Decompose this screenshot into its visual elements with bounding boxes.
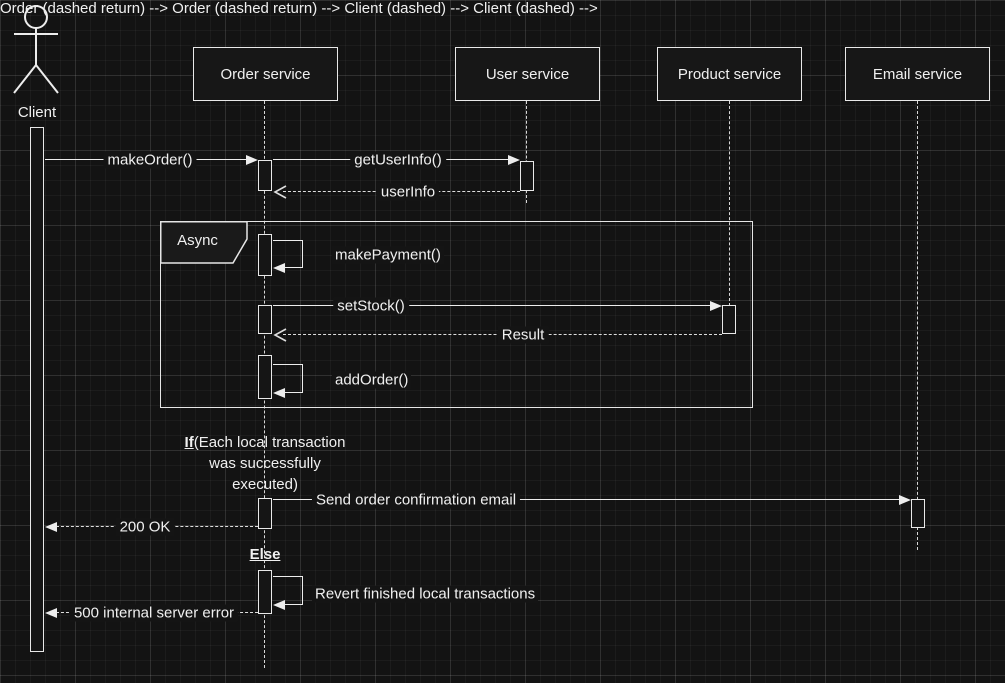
self-message-bottom-line: [284, 392, 303, 393]
message-result-label: Result: [497, 326, 549, 344]
self-message-top-line: [273, 364, 303, 365]
message-500-error-label: 500 internal server error: [69, 604, 239, 622]
message-revert-label: Revert finished local transactions: [312, 585, 539, 603]
self-message-right-line: [301, 241, 303, 268]
activation-product[interactable]: [722, 305, 736, 334]
activation-user[interactable]: [520, 161, 534, 191]
message-200-ok-label: 200 OK: [115, 518, 175, 536]
activation-order-payment[interactable]: [258, 234, 272, 276]
actor-label: Client: [17, 104, 57, 121]
async-fragment-label: Async: [177, 232, 218, 249]
if-guard-line3: executed): [232, 476, 298, 493]
filled-arrowhead-icon: [45, 521, 57, 532]
else-keyword: Else: [249, 546, 281, 563]
filled-arrowhead-icon: [508, 154, 520, 165]
if-guard-text[interactable]: If(Each local transaction was successful…: [159, 432, 371, 495]
activation-order-stock[interactable]: [258, 305, 272, 334]
activation-order-revert[interactable]: [258, 570, 272, 614]
message-set-stock-label: setStock(): [333, 297, 409, 315]
message-user-info-label: userInfo: [376, 183, 440, 201]
message-make-order-label: makeOrder(): [103, 151, 197, 169]
filled-arrowhead-icon: [273, 599, 285, 610]
message-send-email-label: Send order confirmation email: [311, 491, 521, 509]
filled-arrowhead-icon: [273, 262, 285, 273]
message-line: [273, 499, 900, 500]
lifeline-header-product[interactable]: Product service: [657, 47, 802, 101]
activation-order-add[interactable]: [258, 355, 272, 399]
filled-arrowhead-icon: [710, 300, 722, 311]
self-message-top-line: [273, 576, 303, 577]
async-fragment-label-shape: Async: [159, 220, 248, 264]
activation-email[interactable]: [911, 499, 925, 528]
message-line: [273, 305, 711, 306]
lifeline-email: [917, 101, 918, 550]
filled-arrowhead-icon: [45, 607, 57, 618]
lifeline-header-order[interactable]: Order service: [193, 47, 338, 101]
if-keyword: If: [184, 434, 194, 451]
lifeline-header-email[interactable]: Email service: [845, 47, 990, 101]
activation-client[interactable]: [30, 127, 44, 652]
else-guard-text[interactable]: Else: [200, 546, 330, 564]
lifeline-user: [526, 101, 527, 203]
message-get-user-info-label: getUserInfo(): [350, 151, 446, 169]
lifeline-header-order-label: Order service: [220, 65, 311, 83]
self-message-right-line: [301, 365, 303, 393]
self-message-right-line: [301, 577, 303, 605]
open-arrowhead-icon: [273, 328, 287, 342]
if-guard-line2: was successfully: [209, 455, 321, 472]
lifeline-header-email-label: Email service: [872, 65, 963, 83]
lifeline-product: [729, 101, 730, 306]
activation-order-email[interactable]: [258, 498, 272, 529]
lifeline-header-user[interactable]: User service: [455, 47, 600, 101]
async-fragment-frame[interactable]: Async: [159, 220, 753, 408]
self-message-bottom-line: [284, 604, 303, 605]
message-add-order-label: addOrder(): [332, 371, 412, 389]
message-make-payment-label: makePayment(): [332, 246, 444, 264]
filled-arrowhead-icon: [273, 387, 285, 398]
self-message-top-line: [273, 240, 303, 241]
filled-arrowhead-icon: [899, 494, 911, 505]
self-message-bottom-line: [284, 267, 303, 268]
open-arrowhead-icon: [273, 185, 287, 199]
actor-icon[interactable]: [8, 4, 66, 96]
filled-arrowhead-icon: [246, 154, 258, 165]
activation-order-1[interactable]: [258, 160, 272, 191]
fragment-pentagon-icon: [159, 220, 248, 264]
lifeline-header-product-label: Product service: [677, 65, 782, 83]
lifeline-header-user-label: User service: [485, 65, 570, 83]
if-guard-line1: If(Each local transaction: [184, 434, 346, 451]
